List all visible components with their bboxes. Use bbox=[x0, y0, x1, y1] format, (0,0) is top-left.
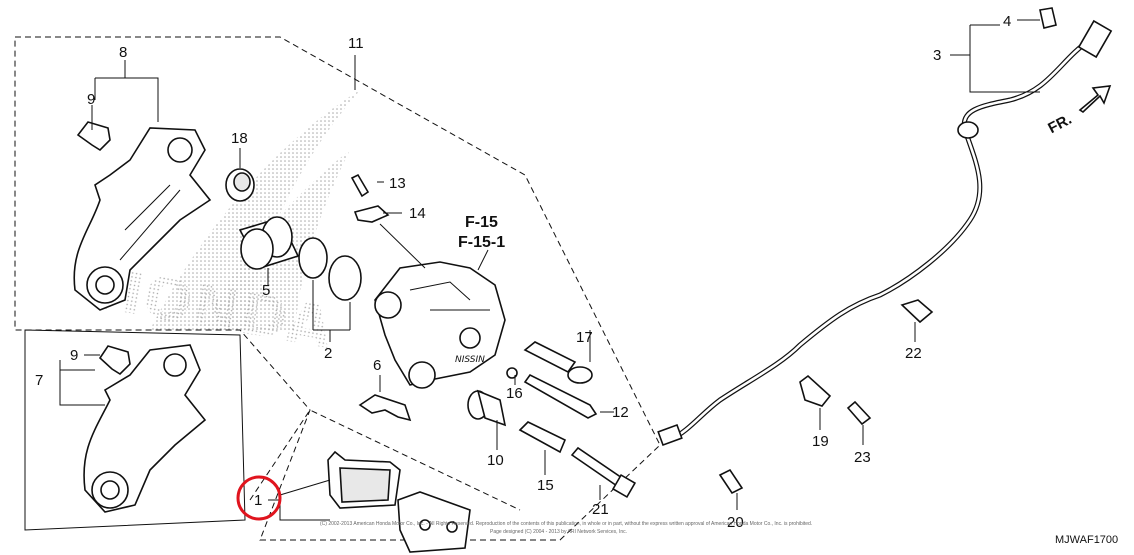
callout-8: 8 bbox=[119, 44, 127, 61]
caliper-body-part: NISSIN bbox=[374, 261, 506, 389]
callout-9-bottom: 9 bbox=[70, 347, 78, 364]
highlight-circle bbox=[236, 475, 282, 521]
callout-9-top: 9 bbox=[87, 91, 95, 108]
callout-7: 7 bbox=[35, 372, 43, 389]
pin-bolt-17-part bbox=[523, 341, 593, 384]
caliper-bracket-part bbox=[73, 127, 212, 311]
callout-6: 6 bbox=[373, 357, 381, 374]
callout-11: 11 bbox=[348, 35, 364, 52]
clip-4-part bbox=[1039, 7, 1057, 29]
leader-lines bbox=[59, 19, 1040, 521]
figure-code: MJWAF1700 bbox=[1055, 534, 1118, 546]
boot-part bbox=[225, 168, 255, 202]
stay-part bbox=[799, 374, 832, 407]
reference-f15: F-15 bbox=[465, 214, 498, 231]
pads-boundary bbox=[249, 409, 521, 511]
brake-pads-part bbox=[327, 450, 471, 553]
callout-3: 3 bbox=[933, 47, 941, 64]
callout-1: 1 bbox=[254, 492, 262, 509]
pin-12-part bbox=[523, 373, 598, 419]
callout-14: 14 bbox=[409, 205, 426, 222]
piston-seal-part bbox=[298, 237, 328, 279]
callout-18: 18 bbox=[231, 130, 248, 147]
bleeder-cap-part bbox=[353, 205, 390, 223]
bolt-21-part bbox=[570, 446, 637, 499]
copyright-line-1: (C) 2002-2013 American Honda Motor Co., … bbox=[320, 521, 812, 527]
dust-seal-part bbox=[328, 255, 362, 301]
callout-12: 12 bbox=[612, 404, 629, 421]
sleeve-part bbox=[518, 421, 567, 454]
callout-15: 15 bbox=[537, 477, 554, 494]
pad-spring-part bbox=[358, 394, 412, 422]
bracket-alt-boundary bbox=[24, 329, 246, 531]
callout-4: 4 bbox=[1003, 13, 1011, 30]
reference-f15-1: F-15-1 bbox=[458, 234, 505, 251]
callout-22: 22 bbox=[905, 345, 922, 362]
callout-21: 21 bbox=[592, 501, 609, 518]
callout-23: 23 bbox=[854, 449, 871, 466]
callout-20: 20 bbox=[727, 514, 744, 531]
retainer-clip-alt-part bbox=[98, 345, 131, 376]
copyright-line-2: Page designed (C) 2004 - 2013 by ARI Net… bbox=[490, 529, 627, 535]
callout-16: 16 bbox=[506, 385, 523, 402]
caliper-bracket-alt-part bbox=[83, 344, 207, 513]
callout-19: 19 bbox=[812, 433, 829, 450]
bleed-screw-part bbox=[350, 173, 370, 198]
callout-13: 13 bbox=[389, 175, 406, 192]
callout-10: 10 bbox=[487, 452, 504, 469]
callout-2: 2 bbox=[324, 345, 332, 362]
callout-5: 5 bbox=[262, 282, 270, 299]
sensor-wire-part bbox=[657, 19, 1113, 447]
bolt-20-part bbox=[718, 468, 744, 495]
boot-10-part bbox=[467, 389, 507, 427]
clamp-22-part bbox=[900, 299, 934, 324]
piston-part bbox=[238, 216, 300, 270]
callout-17: 17 bbox=[576, 329, 593, 346]
svg-text:NISSIN: NISSIN bbox=[455, 355, 485, 365]
callouts: 8 9 11 18 13 14 5 2 17 6 16 12 10 15 21 … bbox=[35, 13, 1011, 531]
front-arrow-label: FR. bbox=[1045, 111, 1074, 137]
front-arrow: FR. bbox=[1045, 85, 1112, 137]
bolt-23-part bbox=[846, 400, 872, 426]
retainer-clip-part bbox=[76, 121, 111, 152]
